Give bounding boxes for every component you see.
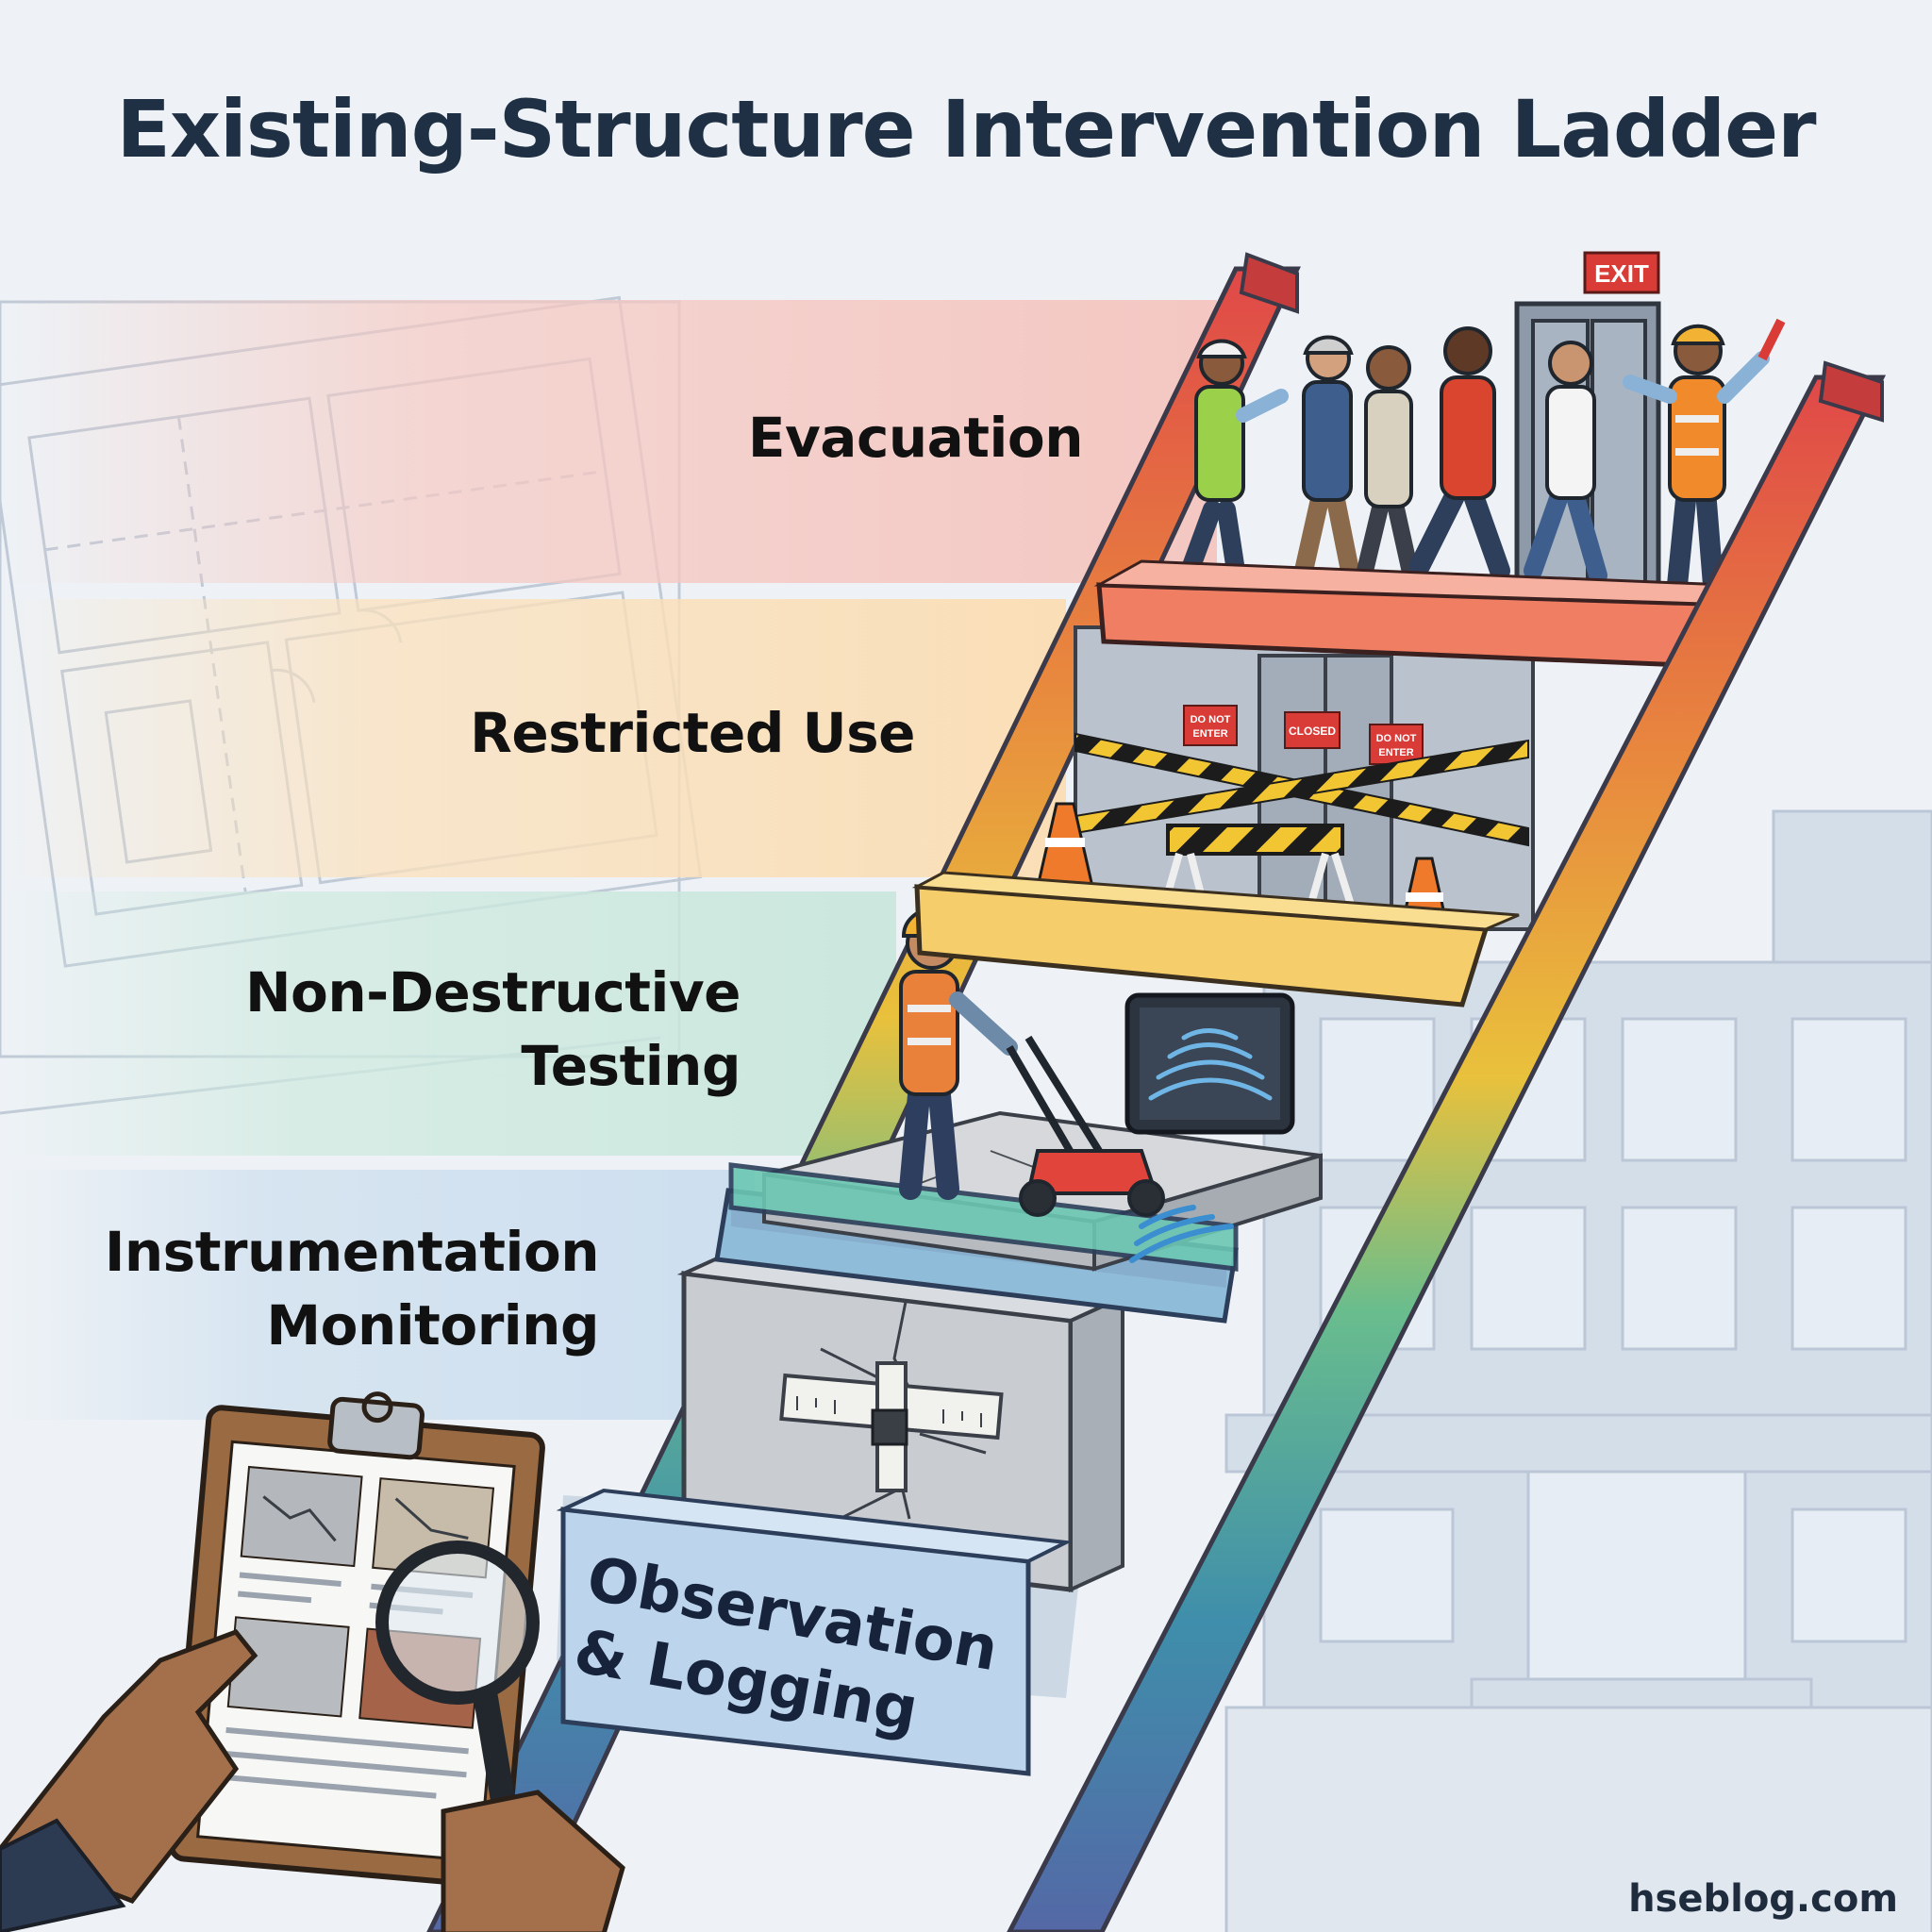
label-line: Testing xyxy=(521,1034,741,1098)
band-evacuation xyxy=(0,300,1217,583)
rung-observation xyxy=(556,1247,1130,1776)
monitor-display xyxy=(1124,992,1295,1135)
sign-do-not-enter-1: DO NOT ENTER xyxy=(1183,705,1238,746)
sign-text: DO NOT xyxy=(1376,733,1417,744)
sign-text: CLOSED xyxy=(1289,724,1336,738)
exit-sign-text: EXIT xyxy=(1594,259,1649,288)
label-evacuation: Evacuation xyxy=(747,401,1084,475)
footer-source: hseblog.com xyxy=(1628,1877,1898,1921)
sign-text: DO NOT xyxy=(1191,714,1231,725)
gpr-cart xyxy=(1006,1035,1165,1217)
evacuating-people xyxy=(1182,318,1786,595)
sign-closed: CLOSED xyxy=(1284,711,1341,749)
sign-text: ENTER xyxy=(1378,747,1413,758)
barricade xyxy=(1157,824,1359,922)
rung-restricted: DO NOT ENTER CLOSED DO NOT ENTER xyxy=(911,625,1535,1008)
label-line: Evacuation xyxy=(747,406,1084,470)
label-line: Non-Destructive xyxy=(244,960,741,1024)
label-non-destructive-testing: Non-Destructive Testing xyxy=(245,956,741,1103)
band-instrumentation xyxy=(0,1170,755,1420)
band-restricted xyxy=(0,599,1066,877)
rung-evacuation: EXIT xyxy=(1093,251,1786,668)
radar-waves xyxy=(1129,1205,1234,1263)
band-ndt xyxy=(0,891,896,1156)
sign-text: ENTER xyxy=(1192,728,1227,740)
page-title: Existing-Structure Intervention Ladder xyxy=(116,83,1816,175)
label-line: Restricted Use xyxy=(470,701,915,765)
label-restricted-use: Restricted Use xyxy=(470,696,915,770)
clipboard-inspection xyxy=(0,1391,625,1932)
exit-sign: EXIT xyxy=(1583,251,1660,294)
caution-tape xyxy=(1074,732,1529,847)
ndt-ledge xyxy=(728,1162,1239,1272)
label-line: Instrumentation xyxy=(104,1220,600,1284)
sign-do-not-enter-2: DO NOT ENTER xyxy=(1369,724,1424,765)
label-instrumentation-monitoring: Instrumentation Monitoring xyxy=(104,1215,600,1362)
label-line: Monitoring xyxy=(266,1293,599,1357)
rung-ndt xyxy=(728,908,1323,1288)
right-hand xyxy=(441,1790,625,1932)
